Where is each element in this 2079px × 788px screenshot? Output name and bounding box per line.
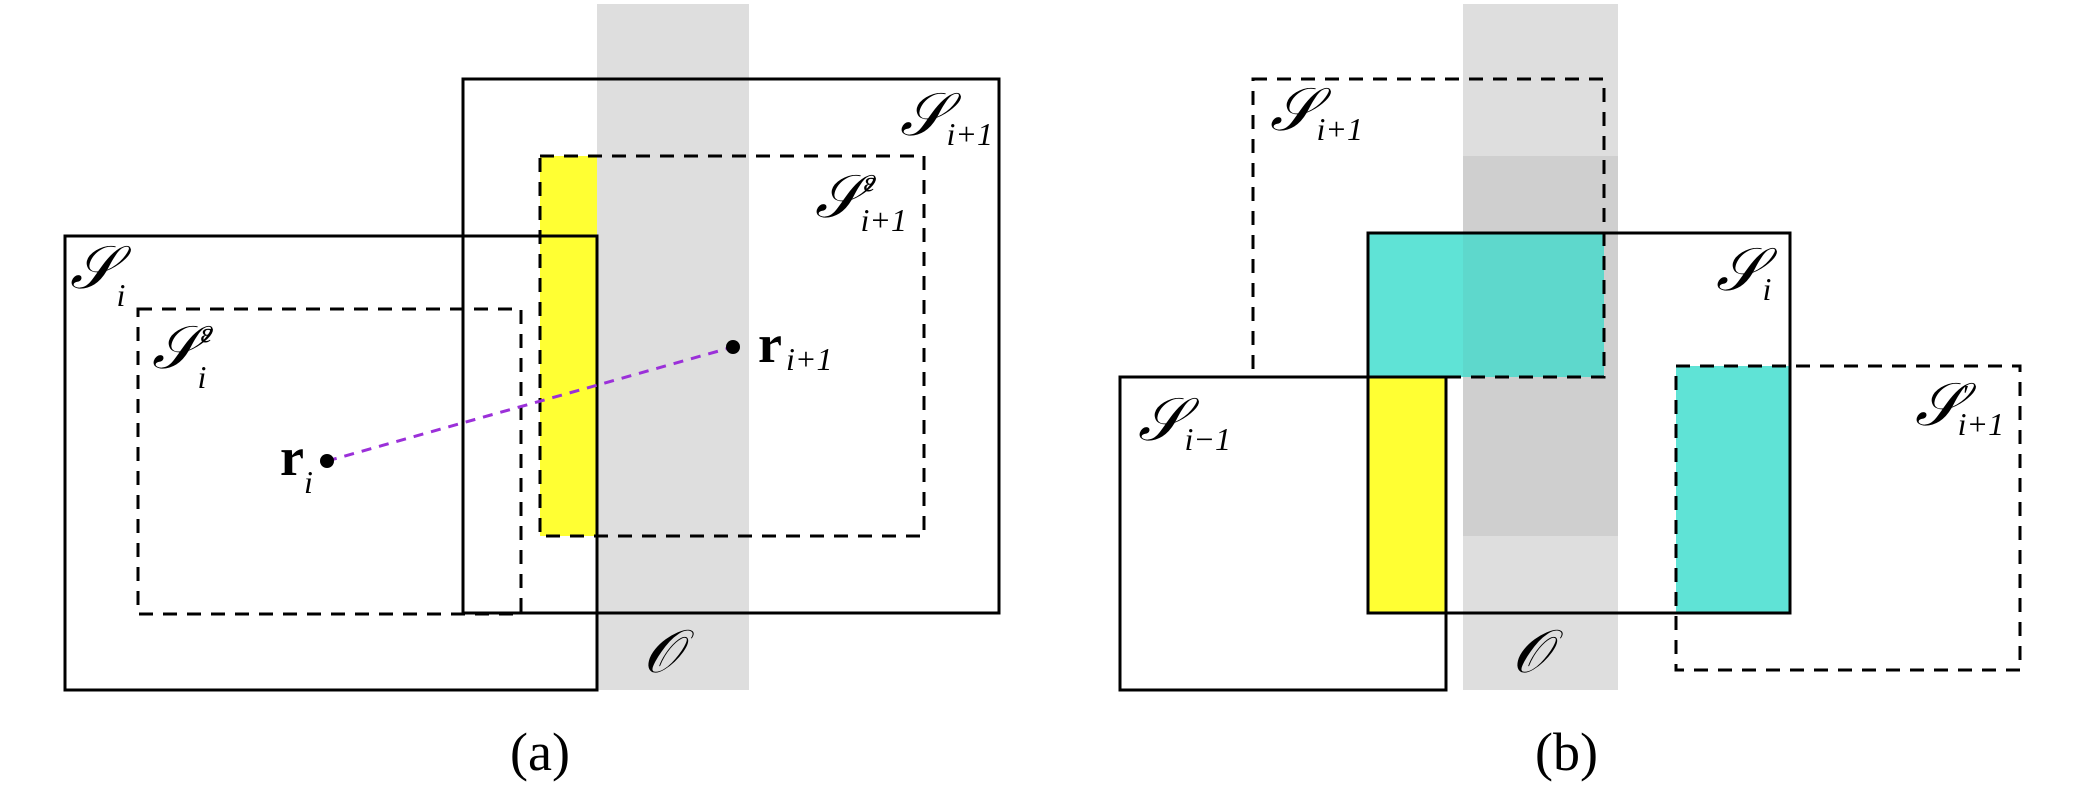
cyan-overlap-top-obstacle xyxy=(1463,233,1604,377)
set-s-i-plus-1 xyxy=(461,77,1001,615)
point-r-i xyxy=(320,454,334,468)
caption-b: (b) xyxy=(1535,722,1598,782)
label-s-i: 𝒮i xyxy=(70,235,132,313)
label-s-i-minus-1: 𝒮i−1 xyxy=(1138,387,1231,457)
label-s-i-plus-1-prime: 𝒮′i+1 xyxy=(1915,372,2004,442)
obstacle-region-a xyxy=(597,4,749,690)
trajectory-line xyxy=(326,345,734,463)
label-r-i: ri xyxy=(280,427,313,500)
label-s-i-plus-1-b: 𝒮i+1 xyxy=(1270,77,1363,147)
safe-overlap-region-b xyxy=(1368,377,1446,613)
label-s-i-plus-1: 𝒮i+1 xyxy=(900,82,993,152)
safe-overlap-region-a xyxy=(540,156,597,536)
set-s-i-plus-1-epsilon xyxy=(538,154,926,538)
panel-b: 𝒮i+1 𝒮i 𝒮i−1 𝒮′i+1 𝒪 (b) xyxy=(1118,4,2022,782)
caption-a: (a) xyxy=(510,722,570,782)
cyan-overlap-right xyxy=(1676,366,1790,613)
set-s-i xyxy=(63,234,599,692)
label-s-i-b: 𝒮i xyxy=(1716,237,1778,307)
set-s-i-epsilon xyxy=(136,307,523,616)
set-s-i-minus-1 xyxy=(1118,375,1448,692)
set-s-i-b xyxy=(1366,231,1792,615)
set-s-i-plus-1-prime xyxy=(1674,364,2022,672)
point-r-i-plus-1 xyxy=(726,340,740,354)
